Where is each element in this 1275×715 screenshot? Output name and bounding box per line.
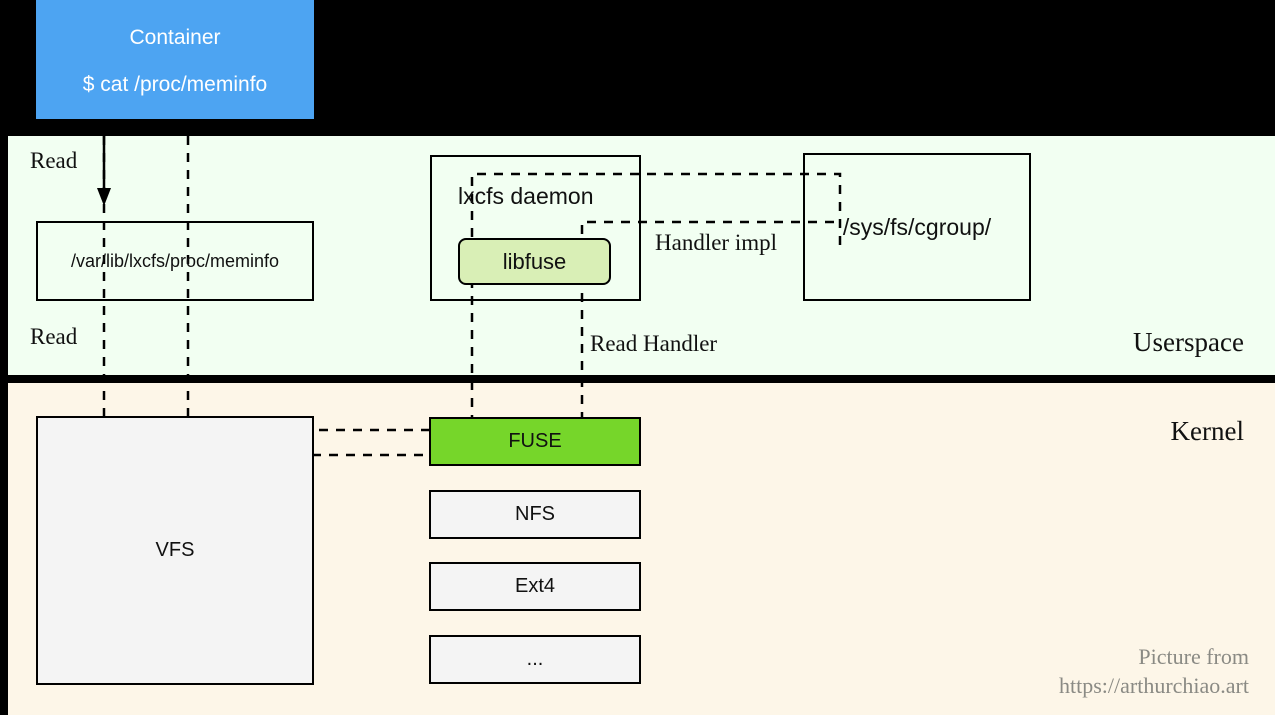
libfuse-box[interactable]: libfuse: [458, 238, 611, 285]
edge-label-read-top: Read: [30, 148, 78, 173]
container-title: Container: [129, 25, 221, 49]
edge-label-handler-impl: Handler impl: [655, 230, 777, 255]
vfs-box[interactable]: VFS: [36, 416, 314, 685]
lxcfs-meminfo-path-box[interactable]: /var/lib/lxcfs/proc/meminfo: [36, 221, 314, 301]
kernel-layer-label: Kernel: [1170, 416, 1244, 446]
container-command: $ cat /proc/meminfo: [82, 73, 268, 97]
watermark: Picture from https://arthurchiao.art: [1059, 642, 1249, 701]
nfs-box[interactable]: NFS: [429, 490, 641, 539]
edge-label-read-bottom: Read: [30, 324, 78, 349]
ext4-label: Ext4: [514, 575, 556, 597]
nfs-label: NFS: [515, 503, 555, 525]
edge-label-read-handler: Read Handler: [590, 331, 718, 356]
watermark-line-2: https://arthurchiao.art: [1059, 673, 1249, 699]
other-filesystems-box[interactable]: ...: [429, 635, 641, 684]
container-box[interactable]: Container $ cat /proc/meminfo: [36, 0, 314, 119]
lxcfs-daemon-label: lxcfs daemon: [458, 183, 594, 209]
sys-fs-cgroup-box[interactable]: /sys/fs/cgroup/: [803, 153, 1031, 301]
other-filesystems-label: ...: [526, 648, 544, 670]
lxcfs-daemon-box[interactable]: lxcfs daemon libfuse: [430, 155, 641, 301]
ext4-box[interactable]: Ext4: [429, 562, 641, 611]
fuse-label: FUSE: [508, 430, 562, 452]
watermark-line-1: Picture from: [1138, 643, 1249, 669]
lxcfs-meminfo-path-label: /var/lib/lxcfs/proc/meminfo: [70, 250, 280, 271]
sys-fs-cgroup-label: /sys/fs/cgroup/: [842, 213, 992, 240]
fuse-box[interactable]: FUSE: [429, 417, 641, 466]
libfuse-label: libfuse: [502, 248, 567, 274]
vfs-label: VFS: [155, 539, 195, 561]
userspace-layer-label: Userspace: [1133, 327, 1244, 357]
